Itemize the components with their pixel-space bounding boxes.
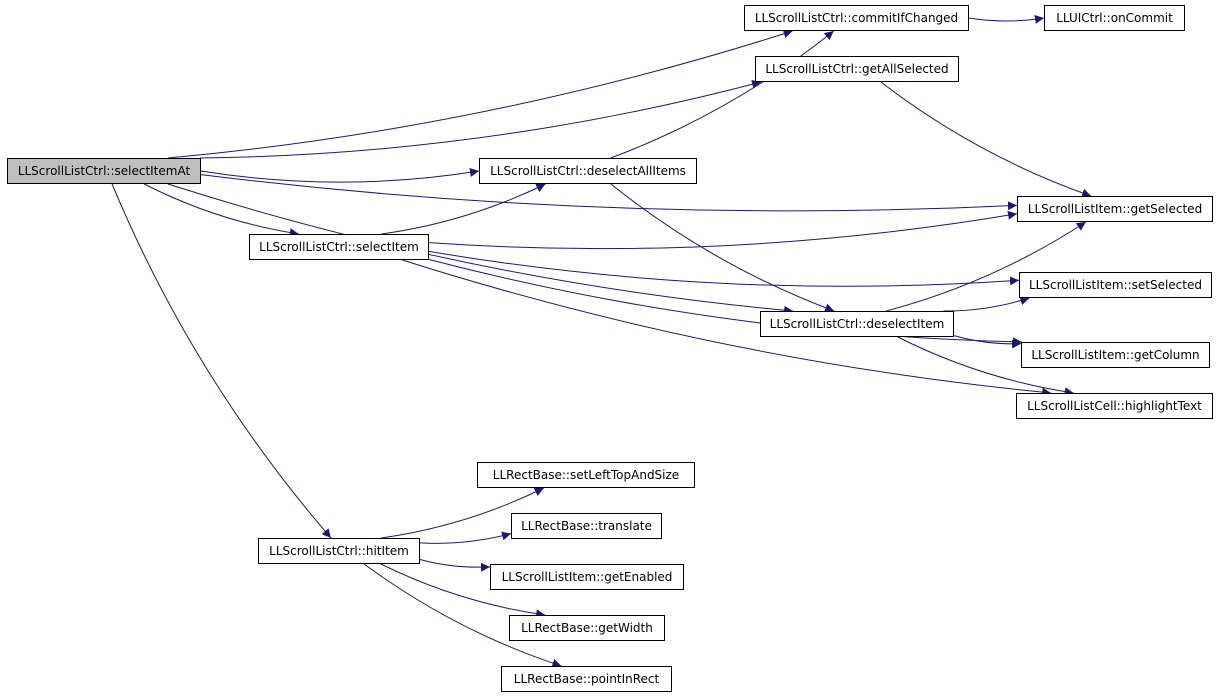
node-select-item[interactable]: LLScrollListCtrl::selectItem (249, 234, 429, 260)
call-edge (953, 335, 1022, 349)
node-select-item-at[interactable]: LLScrollListCtrl::selectItemAt (7, 158, 201, 184)
node-label: LLRectBase::setLeftTopAndSize (492, 468, 680, 482)
node-get-all-selected[interactable]: LLScrollListCtrl::getAllSelected (755, 56, 959, 82)
node-get-enabled[interactable]: LLScrollListItem::getEnabled (490, 564, 684, 590)
call-edge (402, 259, 1052, 397)
call-edge (380, 563, 546, 619)
call-edge (419, 531, 512, 544)
call-edge (363, 563, 562, 668)
node-label: LLScrollListItem::setSelected (1028, 278, 1202, 292)
node-label: LLRectBase::pointInRect (513, 672, 660, 686)
node-set-left-top-and-size[interactable]: LLRectBase::setLeftTopAndSize (477, 462, 695, 488)
node-commit-if-changed[interactable]: LLScrollListCtrl::commitIfChanged (744, 5, 969, 31)
node-translate[interactable]: LLRectBase::translate (511, 513, 662, 539)
call-edge (880, 81, 1092, 198)
node-deselect-item[interactable]: LLScrollListCtrl::deselectItem (760, 311, 954, 337)
call-edge (610, 183, 835, 313)
node-label: LLScrollListItem::getSelected (1027, 202, 1203, 216)
call-edge (886, 221, 1087, 312)
call-edge (428, 210, 1018, 250)
node-label: LLScrollListCtrl::commitIfChanged (754, 11, 959, 25)
call-edge (111, 183, 332, 539)
node-label: LLRectBase::getWidth (521, 621, 653, 635)
node-on-commit[interactable]: LLUICtrl::onCommit (1044, 5, 1185, 31)
node-deselect-all-items[interactable]: LLScrollListCtrl::deselectAllItems (479, 158, 697, 184)
node-label: LLScrollListCtrl::deselectItem (769, 317, 945, 331)
node-label: LLUICtrl::onCommit (1056, 11, 1173, 25)
node-label: LLScrollListCell::highlightText (1027, 399, 1202, 413)
node-label: LLScrollListCtrl::getAllSelected (765, 62, 949, 76)
node-set-selected[interactable]: LLScrollListItem::setSelected (1019, 272, 1212, 298)
node-label: LLScrollListCtrl::selectItem (259, 240, 419, 254)
call-edge (167, 183, 794, 315)
node-get-width[interactable]: LLRectBase::getWidth (509, 615, 665, 641)
call-edge (381, 487, 544, 539)
node-point-in-rect[interactable]: LLRectBase::pointInRect (501, 666, 672, 692)
node-label: LLScrollListCtrl::hitItem (269, 544, 409, 558)
node-label: LLScrollListItem::getColumn (1031, 348, 1200, 362)
call-edge (200, 167, 480, 183)
call-edge (897, 336, 1074, 397)
call-edge (428, 259, 1023, 347)
node-label: LLScrollListItem::getEnabled (501, 570, 673, 584)
node-label: LLRectBase::translate (521, 519, 652, 533)
call-edge (610, 30, 834, 159)
call-edge (200, 174, 1018, 212)
call-edge (428, 250, 1020, 287)
call-edge (199, 79, 762, 159)
node-label: LLScrollListCtrl::selectItemAt (17, 164, 191, 178)
call-edge (143, 183, 299, 238)
call-edge (943, 296, 1030, 312)
call-edge (419, 559, 491, 572)
call-edge (167, 29, 793, 159)
node-label: LLScrollListCtrl::deselectAllItems (490, 164, 686, 178)
node-highlight-text[interactable]: LLScrollListCell::highlightText (1016, 393, 1213, 419)
call-edge (968, 14, 1045, 24)
call-edge (381, 183, 546, 235)
node-hit-item[interactable]: LLScrollListCtrl::hitItem (258, 538, 420, 564)
node-item-get-selected[interactable]: LLScrollListItem::getSelected (1017, 196, 1213, 222)
node-get-column[interactable]: LLScrollListItem::getColumn (1021, 342, 1210, 368)
